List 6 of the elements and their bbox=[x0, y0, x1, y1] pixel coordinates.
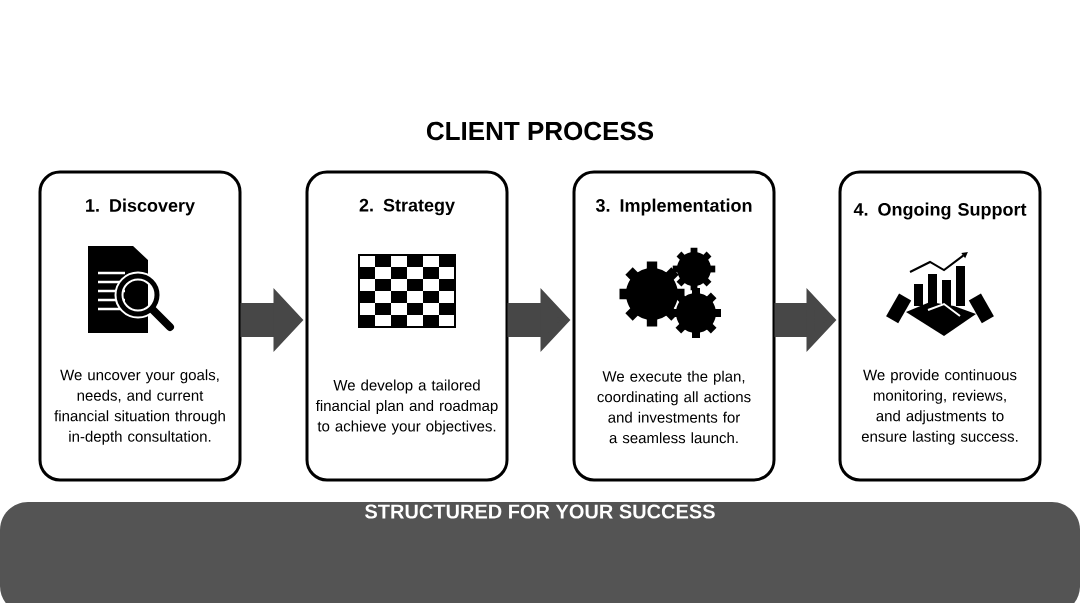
footer-band: STRUCTURED FOR YOUR SUCCESS bbox=[0, 502, 1080, 603]
step-card: 2. Strategy We develop a tailored financial plan and roadmap to achieve your objectives. bbox=[305, 170, 509, 482]
title: CLIENT PROCESS bbox=[426, 121, 654, 141]
step-card: 1. Discovery We uncover your goals, needs, and current financial situation through in-depth consultation. bbox=[38, 170, 242, 482]
step-card: 3. Implementation We execute the plan, coordinating all actions and investments for a seamless launch. bbox=[572, 170, 776, 482]
step-card: 4. Ongoing Support We provide continuous monitoring, reviews, and adjustments to ensure lasting success. bbox=[838, 170, 1042, 482]
